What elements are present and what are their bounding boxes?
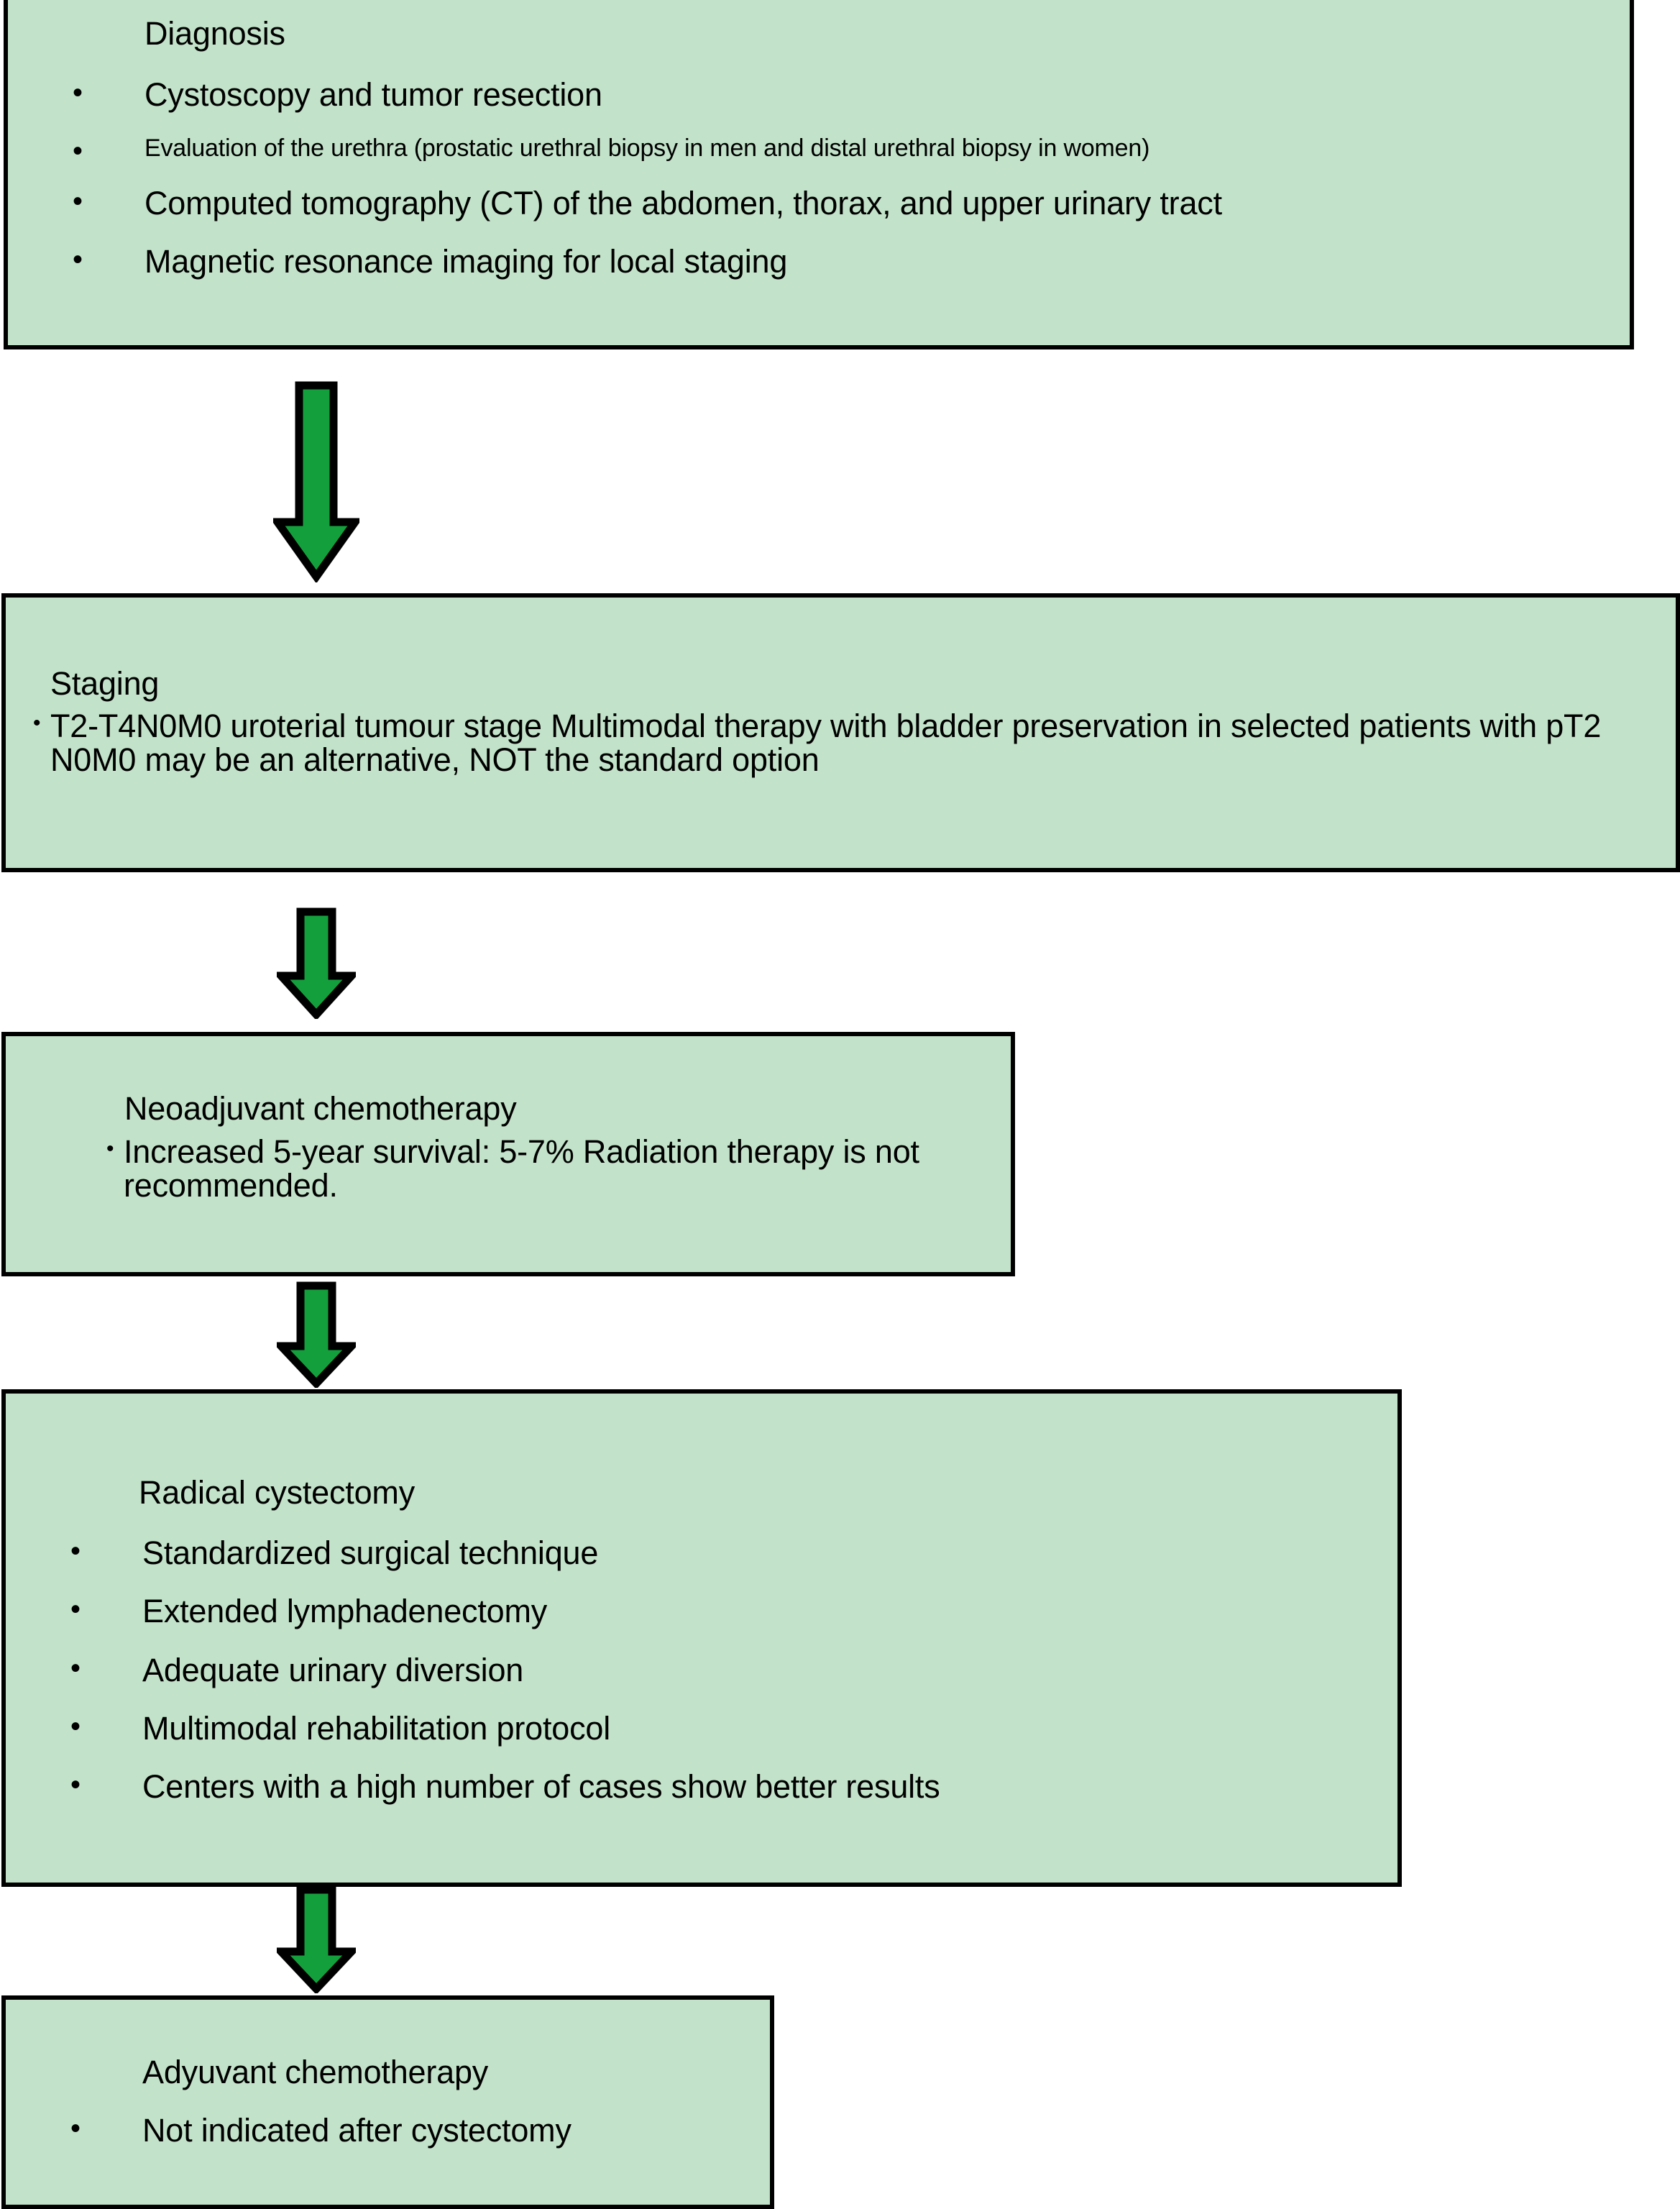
list-item-label: Computed tomography (CT) of the abdomen,… <box>144 184 1222 221</box>
bullet-point-icon: • <box>70 1535 81 1567</box>
flowchart-node-neoadjuvant: Neoadjuvant chemotherapy • Increased 5-y… <box>1 1032 1015 1276</box>
node-bullet-list-diagnosis: • Cystoscopy and tumor resection • Evalu… <box>73 78 1568 303</box>
list-item: • Increased 5-year survival: 5-7% Radiat… <box>106 1135 998 1203</box>
list-item-label: Increased 5-year survival: 5-7% Radiatio… <box>124 1133 919 1204</box>
list-item-label: Adequate urinary diversion <box>142 1651 524 1688</box>
list-item: • Cystoscopy and tumor resection <box>73 76 1568 113</box>
list-item: • Extended lymphadenectomy <box>70 1593 1350 1630</box>
list-item: • Adequate urinary diversion <box>70 1651 1350 1688</box>
flowchart-node-cystectomy: Radical cystectomy • Standardized surgic… <box>1 1389 1402 1887</box>
node-bullet-list-staging: • T2-T4N0M0 uroterial tumour stage Multi… <box>33 709 1651 777</box>
list-item: • Magnetic resonance imaging for local s… <box>73 243 1568 280</box>
bullet-point-icon: • <box>70 1710 81 1742</box>
list-item: • Computed tomography (CT) of the abdome… <box>73 184 1568 221</box>
bullet-point-icon: • <box>70 2113 81 2144</box>
bullet-point-icon: • <box>73 77 83 109</box>
node-bullet-list-adjuvant: • Not indicated after cystectomy <box>70 2113 746 2172</box>
list-item-label: T2-T4N0M0 uroterial tumour stage Multimo… <box>50 708 1602 779</box>
node-title-diagnosis: Diagnosis <box>144 15 285 52</box>
list-item-label: Multimodal rehabilitation protocol <box>142 1709 611 1747</box>
node-title-cystectomy: Radical cystectomy <box>139 1474 416 1511</box>
list-item: • Not indicated after cystectomy <box>70 2112 746 2149</box>
bullet-point-icon: • <box>70 1593 81 1626</box>
bullet-point-icon: • <box>70 1769 81 1801</box>
list-item-label: Cystoscopy and tumor resection <box>144 76 602 113</box>
down-arrow-icon <box>273 381 359 582</box>
list-item: • Standardized surgical technique <box>70 1536 1350 1570</box>
list-item-label: Evaluation of the urethra (prostatic ure… <box>144 134 1150 163</box>
list-item: • Multimodal rehabilitation protocol <box>70 1711 1350 1745</box>
list-item-label: Not indicated after cystectomy <box>142 2112 572 2149</box>
node-title-staging: Staging <box>50 665 160 702</box>
bullet-point-icon: • <box>106 1137 114 1161</box>
list-item-label: Standardized surgical technique <box>142 1535 599 1571</box>
flowchart-node-adjuvant: Adyuvant chemotherapy • Not indicated af… <box>1 1995 774 2209</box>
list-item: • Evaluation of the urethra (prostatic u… <box>73 134 1568 167</box>
down-arrow-icon <box>277 907 356 1019</box>
node-title-neoadjuvant: Neoadjuvant chemotherapy <box>124 1090 517 1127</box>
flowchart-node-diagnosis: Diagnosis • Cystoscopy and tumor resecti… <box>4 0 1634 349</box>
bullet-point-icon: • <box>73 185 83 217</box>
list-item-label: Centers with a high number of cases show… <box>142 1768 940 1805</box>
node-bullet-list-cystectomy: • Standardized surgical technique • Exte… <box>70 1536 1350 1828</box>
down-arrow-icon <box>277 1885 356 1993</box>
bullet-point-icon: • <box>33 711 41 735</box>
list-item: • T2-T4N0M0 uroterial tumour stage Multi… <box>33 709 1651 777</box>
list-item: • Centers with a high number of cases sh… <box>70 1768 1350 1805</box>
list-item-label: Extended lymphadenectomy <box>142 1593 548 1630</box>
down-arrow-icon <box>277 1281 356 1388</box>
list-item-label: Magnetic resonance imaging for local sta… <box>144 243 788 280</box>
bullet-point-icon: • <box>70 1652 81 1684</box>
bullet-point-icon: • <box>73 135 83 168</box>
node-bullet-list-neoadjuvant: • Increased 5-year survival: 5-7% Radiat… <box>106 1135 998 1203</box>
flowchart-node-staging: Staging • T2-T4N0M0 uroterial tumour sta… <box>1 593 1680 872</box>
bullet-point-icon: • <box>73 244 83 276</box>
node-title-adjuvant: Adyuvant chemotherapy <box>142 2054 489 2090</box>
